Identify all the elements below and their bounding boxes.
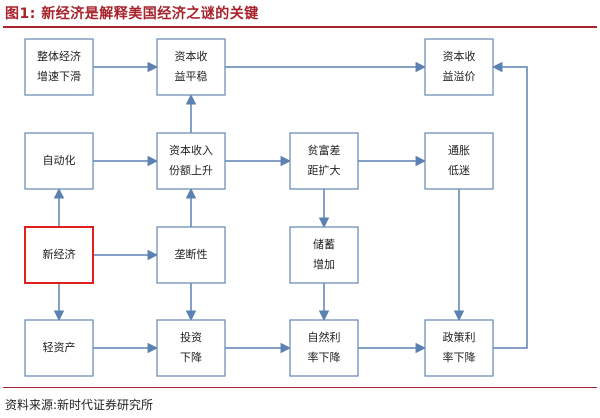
node-label: 低迷 [448, 164, 470, 177]
node-label: 下降 [180, 350, 202, 364]
node-label: 自然利 [308, 330, 341, 344]
node-label: 增加 [313, 257, 335, 271]
node-box [24, 226, 94, 284]
node-label: 自动化 [43, 153, 76, 167]
node-label: 整体经济 [37, 49, 81, 63]
node-label: 距扩大 [308, 163, 341, 177]
node-box [156, 226, 226, 284]
node-box [424, 319, 494, 377]
node-label: 率下降 [308, 350, 341, 364]
node-monopoly: 垄断性 [156, 226, 226, 284]
node-label: 资本收入 [169, 143, 213, 157]
node-box [156, 319, 226, 377]
node-new-economy: 新经济 [24, 226, 94, 284]
node-label: 垄断性 [175, 247, 208, 261]
node-box [156, 132, 226, 190]
node-box [424, 132, 494, 190]
node-label: 政策利 [443, 330, 476, 344]
edges-layer [53, 61, 528, 354]
node-label: 通胀 [448, 144, 470, 157]
flow-diagram: 整体经济增速下滑资本收益平稳资本收益溢价自动化资本收入份额上升贫富差距扩大通胀低… [24, 38, 528, 377]
node-box [24, 319, 94, 377]
node-label: 投资 [180, 330, 202, 344]
node-label: 率下降 [443, 350, 476, 364]
nodes-layer: 整体经济增速下滑资本收益平稳资本收益溢价自动化资本收入份额上升贫富差距扩大通胀低… [24, 38, 494, 377]
node-label: 增速下滑 [37, 69, 81, 83]
node-box [289, 226, 359, 284]
arrow-policy-rate-decline-to-capital-premium [491, 61, 528, 349]
node-label: 新经济 [43, 247, 76, 261]
footer-divider [3, 387, 597, 388]
figure-title: 图1: 新经济是解释美国经济之谜的关键 [5, 6, 259, 22]
node-box [289, 132, 359, 190]
node-label: 贫富差 [308, 143, 341, 157]
node-label: 份额上升 [169, 164, 213, 177]
source-note: 资料来源:新时代证券研究所 [5, 398, 154, 412]
node-label: 储蓄 [313, 237, 335, 251]
node-label: 益平稳 [175, 69, 208, 83]
node-label: 益溢价 [443, 69, 476, 83]
node-box [289, 319, 359, 377]
node-box [156, 38, 226, 96]
node-label: 轻资产 [43, 340, 76, 354]
node-box [24, 132, 94, 190]
node-label: 资本收 [175, 49, 208, 63]
title-divider [3, 26, 597, 28]
node-light-assets: 轻资产 [24, 319, 94, 377]
node-box [424, 38, 494, 96]
node-automation: 自动化 [24, 132, 94, 190]
node-label: 资本收 [443, 49, 476, 63]
node-box [24, 38, 94, 96]
